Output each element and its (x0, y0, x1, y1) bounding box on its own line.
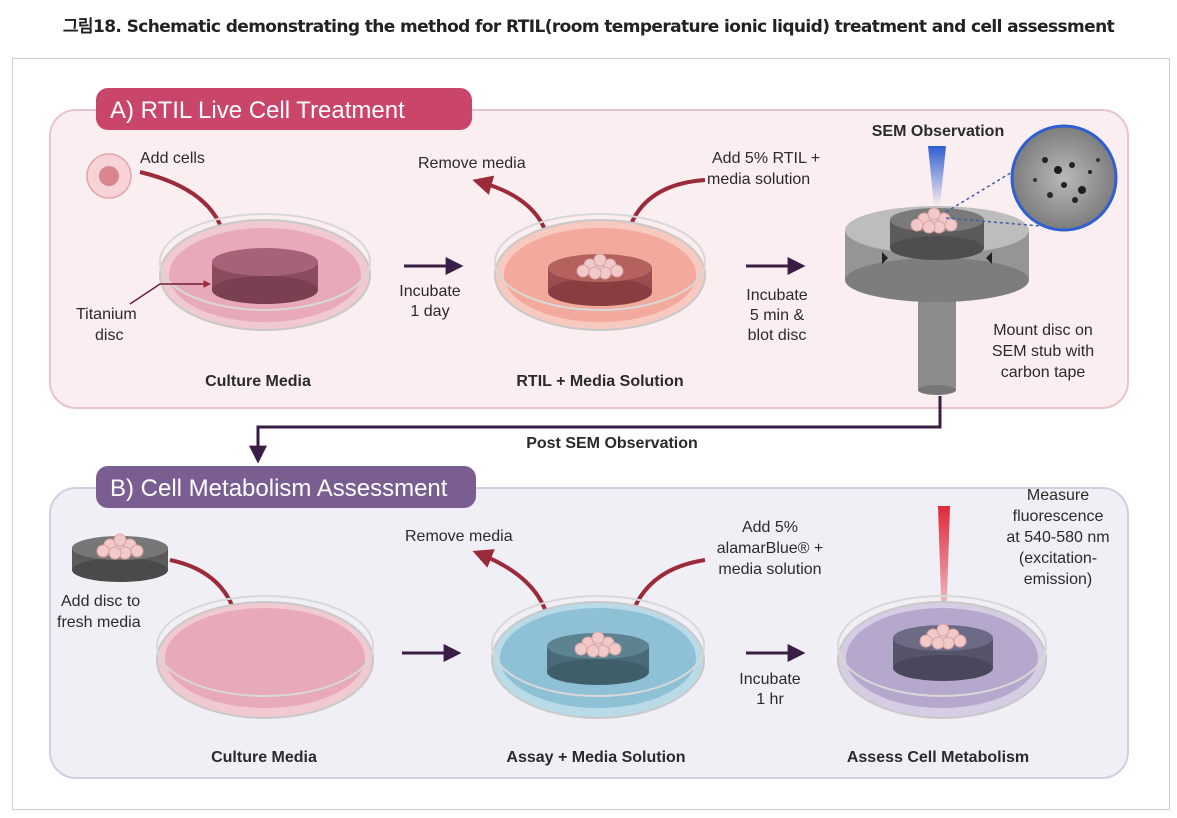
dish-b1-label: Culture Media (211, 749, 317, 766)
incubate-1hr-line1: Incubate (739, 671, 800, 688)
sem-micrograph (1010, 124, 1118, 232)
panel-b-title: B) Cell Metabolism Assessment (110, 475, 448, 502)
add-cells-label: Add cells (140, 150, 205, 167)
dish-rtil-media (494, 213, 706, 331)
add-alamar-line1: Add 5% (742, 519, 798, 536)
sem-beam (928, 146, 946, 206)
figure-caption: 그림18. Schematic demonstrating the method… (62, 17, 1115, 37)
dish-culture-media-b (156, 595, 374, 719)
post-sem-connector (249, 396, 942, 464)
incubate-1hr-line2: 1 hr (756, 691, 784, 708)
dish-a1-label: Culture Media (205, 373, 311, 390)
zoom-line-top (945, 165, 1023, 213)
incubate-1day-line1: Incubate (399, 283, 460, 300)
titanium-disc-label-2: disc (95, 327, 123, 344)
sem-stub (845, 206, 1029, 395)
panel-a-title: A) RTIL Live Cell Treatment (110, 97, 405, 124)
dish-assess-metabolism (837, 595, 1047, 719)
remove-media-b-label: Remove media (405, 528, 513, 545)
add-disc-line2: fresh media (57, 614, 141, 631)
zoom-line-bottom (945, 217, 1041, 227)
incubate-1day-line2: 1 day (410, 303, 449, 320)
add-disc-line1: Add disc to (61, 593, 140, 610)
add-alamar-line2: alamarBlue® + (717, 540, 824, 557)
dish-a2-label: RTIL + Media Solution (516, 373, 683, 390)
post-sem-label: Post SEM Observation (526, 435, 698, 452)
dish-assay-media (491, 595, 705, 719)
add-rtil-line1: Add 5% RTIL + (712, 150, 820, 167)
titanium-pointer (129, 280, 211, 305)
measure-line4: (excitation- (1019, 550, 1097, 567)
remove-media-a-label: Remove media (418, 155, 526, 172)
titanium-disc-label-1: Titanium (76, 306, 137, 323)
dish-culture-media-a (159, 213, 371, 331)
add-rtil-line2: media solution (707, 171, 810, 188)
measure-line2: fluorescence (1013, 508, 1104, 525)
laser-beam (938, 506, 950, 628)
sem-observation-label: SEM Observation (872, 123, 1004, 140)
measure-line5: emission) (1024, 571, 1092, 588)
incubate-5min-line2: 5 min & (750, 307, 805, 324)
incubate-5min-line3: blot disc (748, 327, 807, 344)
measure-line3: at 540-580 nm (1006, 529, 1109, 546)
incubate-5min-line1: Incubate (746, 287, 807, 304)
mount-line2: SEM stub with (992, 343, 1094, 360)
cell-icon (86, 153, 132, 199)
disc-icon (72, 533, 168, 582)
mount-line3: carbon tape (1001, 364, 1086, 381)
dish-b3-label: Assess Cell Metabolism (847, 749, 1029, 766)
panel-b-title-badge (96, 466, 476, 508)
add-alamar-line3: media solution (718, 561, 821, 578)
dish-b2-label: Assay + Media Solution (506, 749, 685, 766)
panel-a-title-badge (96, 88, 472, 130)
measure-line1: Measure (1027, 487, 1089, 504)
mount-line1: Mount disc on (993, 322, 1093, 339)
